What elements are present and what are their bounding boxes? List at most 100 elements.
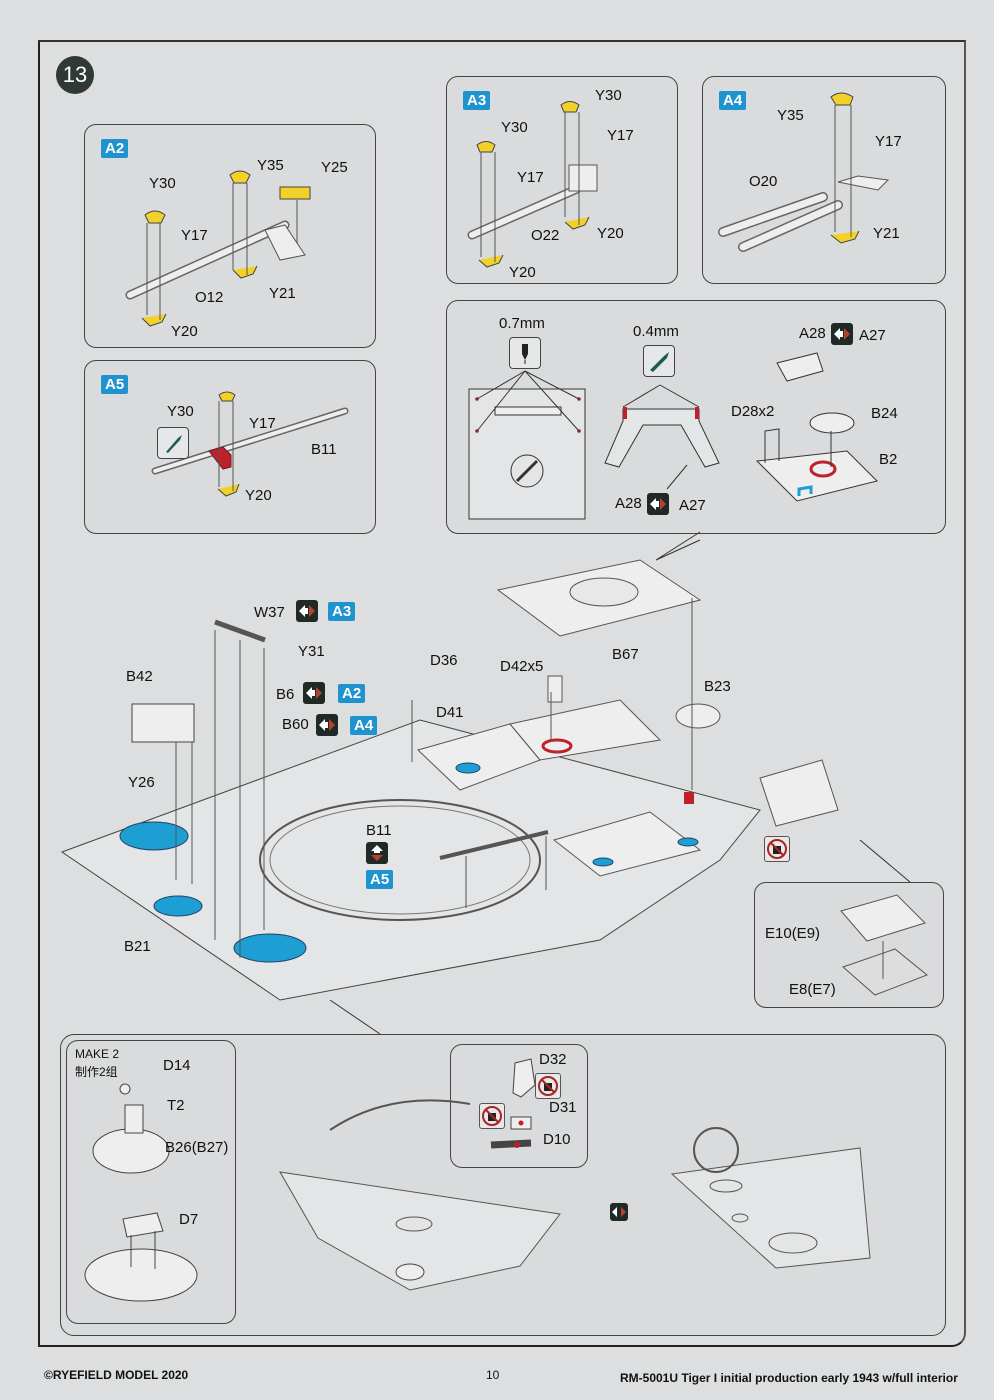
panel-drill-detail: 0.7mm 0.4mm A28	[446, 300, 946, 534]
part-y30	[144, 210, 166, 224]
panel-tag: A2	[101, 139, 129, 158]
label-y30: Y30	[595, 87, 622, 104]
label-y30: Y30	[149, 175, 176, 192]
label-b26: B26(B27)	[165, 1139, 229, 1156]
no-glue-icon	[479, 1103, 505, 1129]
a3-diagram	[467, 101, 598, 268]
knife-tool-icon	[157, 427, 189, 459]
label-o12: O12	[195, 289, 224, 306]
make-note-cn: 制作2组	[75, 1065, 118, 1079]
a5-diagram	[151, 391, 349, 497]
a2-diagram	[125, 170, 311, 327]
label-a27: A27	[859, 327, 886, 344]
label-y30: Y30	[167, 403, 194, 420]
label-b42: B42	[126, 668, 153, 685]
label-w37: W37	[254, 604, 285, 621]
label-y20: Y20	[597, 225, 624, 242]
ref-tag-a3: A3	[328, 602, 356, 621]
panel-tag: A5	[101, 375, 129, 394]
panel-grille: E10(E9) E8(E7)	[754, 882, 944, 1008]
panel-a5: A5 Y30 Y17 B11 Y20	[84, 360, 376, 534]
page-frame	[38, 40, 966, 1347]
swap-arrow-icon	[831, 323, 853, 345]
label-d31: D31	[549, 1099, 577, 1116]
label-b24: B24	[871, 405, 898, 422]
swap-arrow-icon	[316, 714, 338, 736]
label-b23: B23	[704, 678, 731, 695]
copyright: ©RYEFIELD MODEL 2020	[44, 1368, 189, 1382]
step-number-badge: 13	[56, 56, 94, 94]
label-y35: Y35	[777, 107, 804, 124]
label-y31: Y31	[298, 643, 325, 660]
label-b11: B11	[311, 441, 337, 458]
label-y17: Y17	[181, 227, 208, 244]
label-b67: B67	[612, 646, 639, 663]
ref-tag-a2: A2	[338, 684, 366, 703]
label-d14: D14	[163, 1057, 191, 1074]
ref-tag-a5: A5	[366, 870, 394, 889]
up-down-swap-icon	[366, 842, 388, 864]
label-y20: Y20	[171, 323, 198, 340]
label-d41: D41	[436, 704, 464, 721]
label-b60: B60	[282, 716, 309, 733]
drill-tool-icon	[509, 337, 541, 369]
label-d10: D10	[543, 1131, 571, 1148]
swap-arrow-icon	[303, 682, 325, 704]
label-drill-size: 0.7mm	[499, 315, 545, 332]
panel-a4: A4 Y35 Y17 O20 Y21	[702, 76, 946, 284]
label-a28: A28	[615, 495, 642, 512]
page-number: 10	[486, 1368, 500, 1382]
swap-arrow-icon	[610, 1203, 628, 1221]
label-b11: B11	[366, 822, 392, 839]
knife-tool-icon	[643, 345, 675, 377]
panel-a2: A2 Y30 Y35 Y25 Y17 O12 Y21 Y20	[84, 124, 376, 348]
label-b6: B6	[276, 686, 295, 703]
panel-a3: A3 Y30 Y30 Y17 Y17 O22 Y20 Y20	[446, 76, 678, 284]
label-o22: O22	[531, 227, 560, 244]
no-glue-icon	[535, 1073, 561, 1099]
label-d7: D7	[179, 1211, 199, 1228]
label-y21: Y21	[269, 285, 296, 302]
label-e10: E10(E9)	[765, 925, 821, 942]
label-t2: T2	[167, 1097, 185, 1114]
label-y17: Y17	[249, 415, 276, 432]
label-y21: Y21	[873, 225, 900, 242]
label-y26: Y26	[128, 774, 155, 791]
label-b21: B21	[124, 938, 151, 955]
panel-hatch-make2: MAKE 2 制作2组 D14 T2 B26(B27) D7	[66, 1040, 236, 1324]
make-note-en: MAKE 2	[75, 1047, 120, 1061]
periscope-diagram	[490, 1058, 536, 1149]
label-o20: O20	[749, 173, 778, 190]
label-y25: Y25	[321, 159, 348, 176]
label-d36: D36	[430, 652, 458, 669]
label-d28: D28x2	[731, 403, 775, 420]
label-d42: D42x5	[500, 658, 544, 675]
label-a27: A27	[679, 497, 706, 514]
kit-title: RM-5001U Tiger I initial production earl…	[620, 1371, 958, 1385]
no-glue-icon	[764, 836, 790, 862]
label-cut-size: 0.4mm	[633, 323, 679, 340]
label-y17: Y17	[875, 133, 902, 150]
panel-tag: A4	[719, 91, 747, 110]
label-b2: B2	[879, 451, 898, 468]
label-y20: Y20	[509, 264, 536, 281]
label-y30: Y30	[501, 119, 528, 136]
swap-arrow-icon	[647, 493, 669, 515]
label-a28: A28	[799, 325, 826, 342]
drill-diagram	[468, 352, 878, 520]
label-y17: Y17	[517, 169, 544, 186]
label-y17: Y17	[607, 127, 634, 144]
label-y35: Y35	[257, 157, 284, 174]
panel-tag: A3	[463, 91, 491, 110]
label-y20: Y20	[245, 487, 272, 504]
grille-diagram	[840, 894, 928, 996]
panel-periscope: D32 D31 D10	[450, 1044, 588, 1168]
ref-tag-a4: A4	[350, 716, 378, 735]
a4-diagram	[718, 92, 890, 252]
hatch-diagram	[84, 1083, 198, 1302]
label-d32: D32	[539, 1051, 567, 1068]
swap-arrow-icon	[296, 600, 318, 622]
